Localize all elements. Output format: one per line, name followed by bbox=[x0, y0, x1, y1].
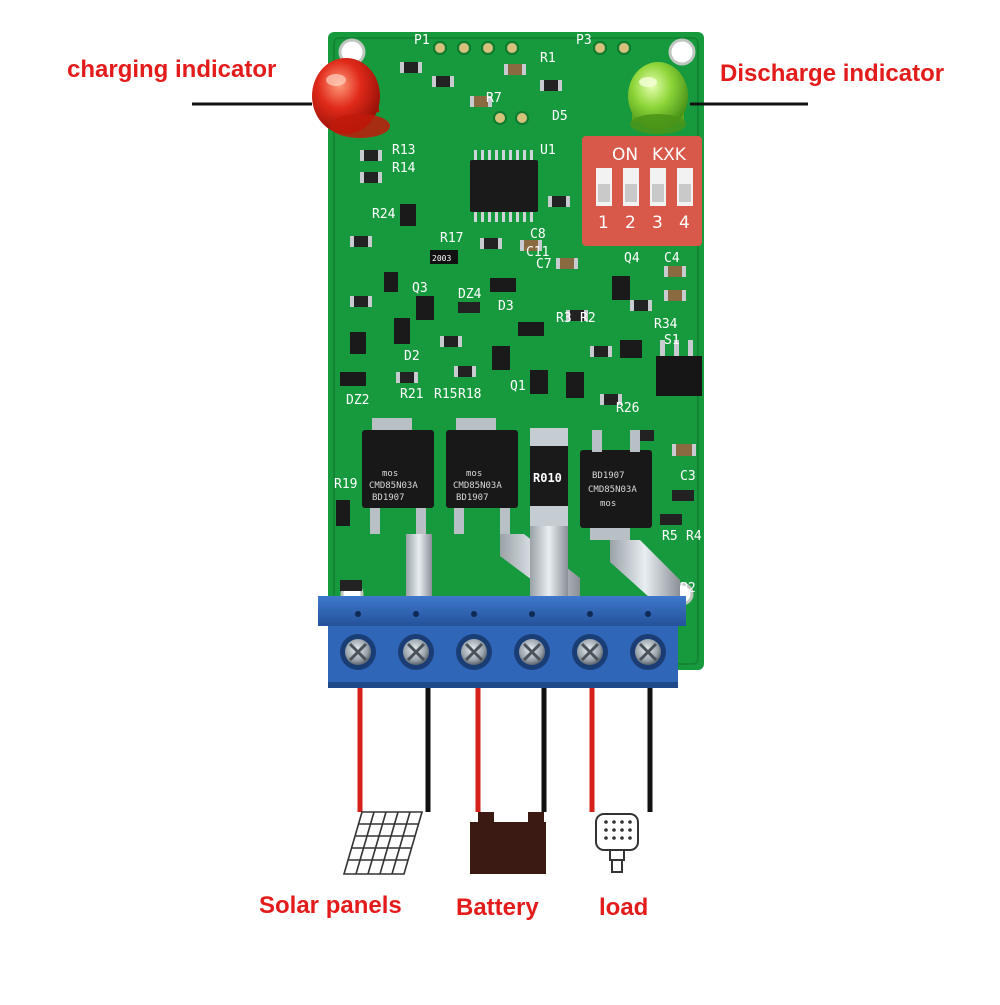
mosfet-right-brand: mos bbox=[600, 499, 616, 509]
header-p1 bbox=[433, 41, 631, 125]
mosfet-middle-date: BD1907 bbox=[456, 493, 489, 503]
u1-label: U1 bbox=[540, 143, 556, 158]
dip-2-label: 2 bbox=[625, 213, 636, 233]
c3-label: C3 bbox=[680, 469, 696, 484]
discharge-led bbox=[628, 62, 688, 134]
u1-ic-chip bbox=[470, 150, 538, 222]
battery-label: Battery bbox=[456, 894, 539, 921]
mosfet-middle-part: CMD85N03A bbox=[453, 481, 502, 491]
mosfet-q-left bbox=[362, 418, 434, 534]
dip-1-label: 1 bbox=[598, 213, 609, 233]
component-markings: 2003 mos CMD85N03A BD1907 mos CMD85N03A … bbox=[369, 254, 637, 509]
r4-label: R4 bbox=[686, 529, 702, 544]
d5-label: D5 bbox=[552, 109, 568, 124]
mosfet-q-right bbox=[580, 430, 652, 540]
r1-label: R1 bbox=[540, 51, 556, 66]
r14-label: R14 bbox=[392, 161, 416, 176]
p1-label: P1 bbox=[414, 33, 430, 48]
r17-label: R17 bbox=[440, 231, 463, 246]
dz2-label: DZ2 bbox=[346, 393, 369, 408]
connection-wires bbox=[357, 688, 653, 812]
dip-4-label: 4 bbox=[679, 213, 690, 233]
load-label: load bbox=[599, 894, 649, 921]
discharge-indicator-label: Discharge indicator bbox=[720, 60, 945, 87]
q1-label: Q1 bbox=[510, 379, 526, 394]
c7-label: C7 bbox=[536, 257, 552, 272]
solar-panel-icon bbox=[342, 811, 424, 875]
mosfet-middle-brand: mos bbox=[466, 469, 482, 479]
c8-label: C8 bbox=[530, 227, 546, 242]
smd-components bbox=[336, 62, 702, 591]
d3-label: D3 bbox=[498, 299, 514, 314]
r3-label: R3 bbox=[556, 311, 572, 326]
s1-label: S1 bbox=[664, 333, 680, 348]
r19-label: R19 bbox=[334, 477, 357, 492]
mosfet-left-brand: mos bbox=[382, 469, 398, 479]
charging-indicator-label: charging indicator bbox=[67, 56, 277, 83]
r7-label: R7 bbox=[486, 91, 502, 106]
q3-label: Q3 bbox=[412, 281, 428, 296]
mosfet-left-date: BD1907 bbox=[372, 493, 405, 503]
p2-label: P2 bbox=[680, 581, 696, 596]
mosfet-q-middle bbox=[446, 418, 518, 534]
d2-label: D2 bbox=[404, 349, 420, 364]
r15-label: R15 bbox=[434, 387, 457, 402]
terminal-screws bbox=[340, 634, 666, 670]
mosfet-right-date: BD1907 bbox=[592, 471, 625, 481]
c4-label: C4 bbox=[664, 251, 680, 266]
screw-terminal-block bbox=[318, 596, 686, 688]
resistor-code-label: 2003 bbox=[432, 254, 451, 263]
q4-label: Q4 bbox=[624, 251, 640, 266]
r13-label: R13 bbox=[392, 143, 415, 158]
solar-panels-label: Solar panels bbox=[259, 892, 402, 919]
silkscreen-labels: ON KXK 1 2 3 4 P1 P3 P2 U1 D5 R7 R1 R13 … bbox=[334, 33, 702, 596]
r24-label: R24 bbox=[372, 207, 396, 222]
r34-label: R34 bbox=[654, 317, 678, 332]
lamp-icon bbox=[595, 813, 639, 873]
mosfet-left-part: CMD85N03A bbox=[369, 481, 418, 491]
mosfet-right-part: CMD85N03A bbox=[588, 485, 637, 495]
shunt-label: R010 bbox=[533, 471, 562, 485]
dz4-label: DZ4 bbox=[458, 287, 482, 302]
shunt-resistor bbox=[530, 428, 568, 526]
c11-label: C11 bbox=[526, 245, 549, 260]
r18-label: R18 bbox=[458, 387, 481, 402]
dip-brand-label: KXK bbox=[652, 145, 687, 165]
terminal-tabs bbox=[406, 526, 680, 598]
r26-label: R26 bbox=[616, 401, 639, 416]
charging-led bbox=[312, 58, 390, 138]
r5-label: R5 bbox=[662, 529, 678, 544]
dip-on-label: ON bbox=[612, 145, 638, 165]
battery-icon bbox=[470, 812, 546, 874]
r2-label: R2 bbox=[580, 311, 596, 326]
r21-label: R21 bbox=[400, 387, 423, 402]
p3-label: P3 bbox=[576, 33, 592, 48]
dip-switch bbox=[582, 136, 702, 246]
dip-3-label: 3 bbox=[652, 213, 663, 233]
